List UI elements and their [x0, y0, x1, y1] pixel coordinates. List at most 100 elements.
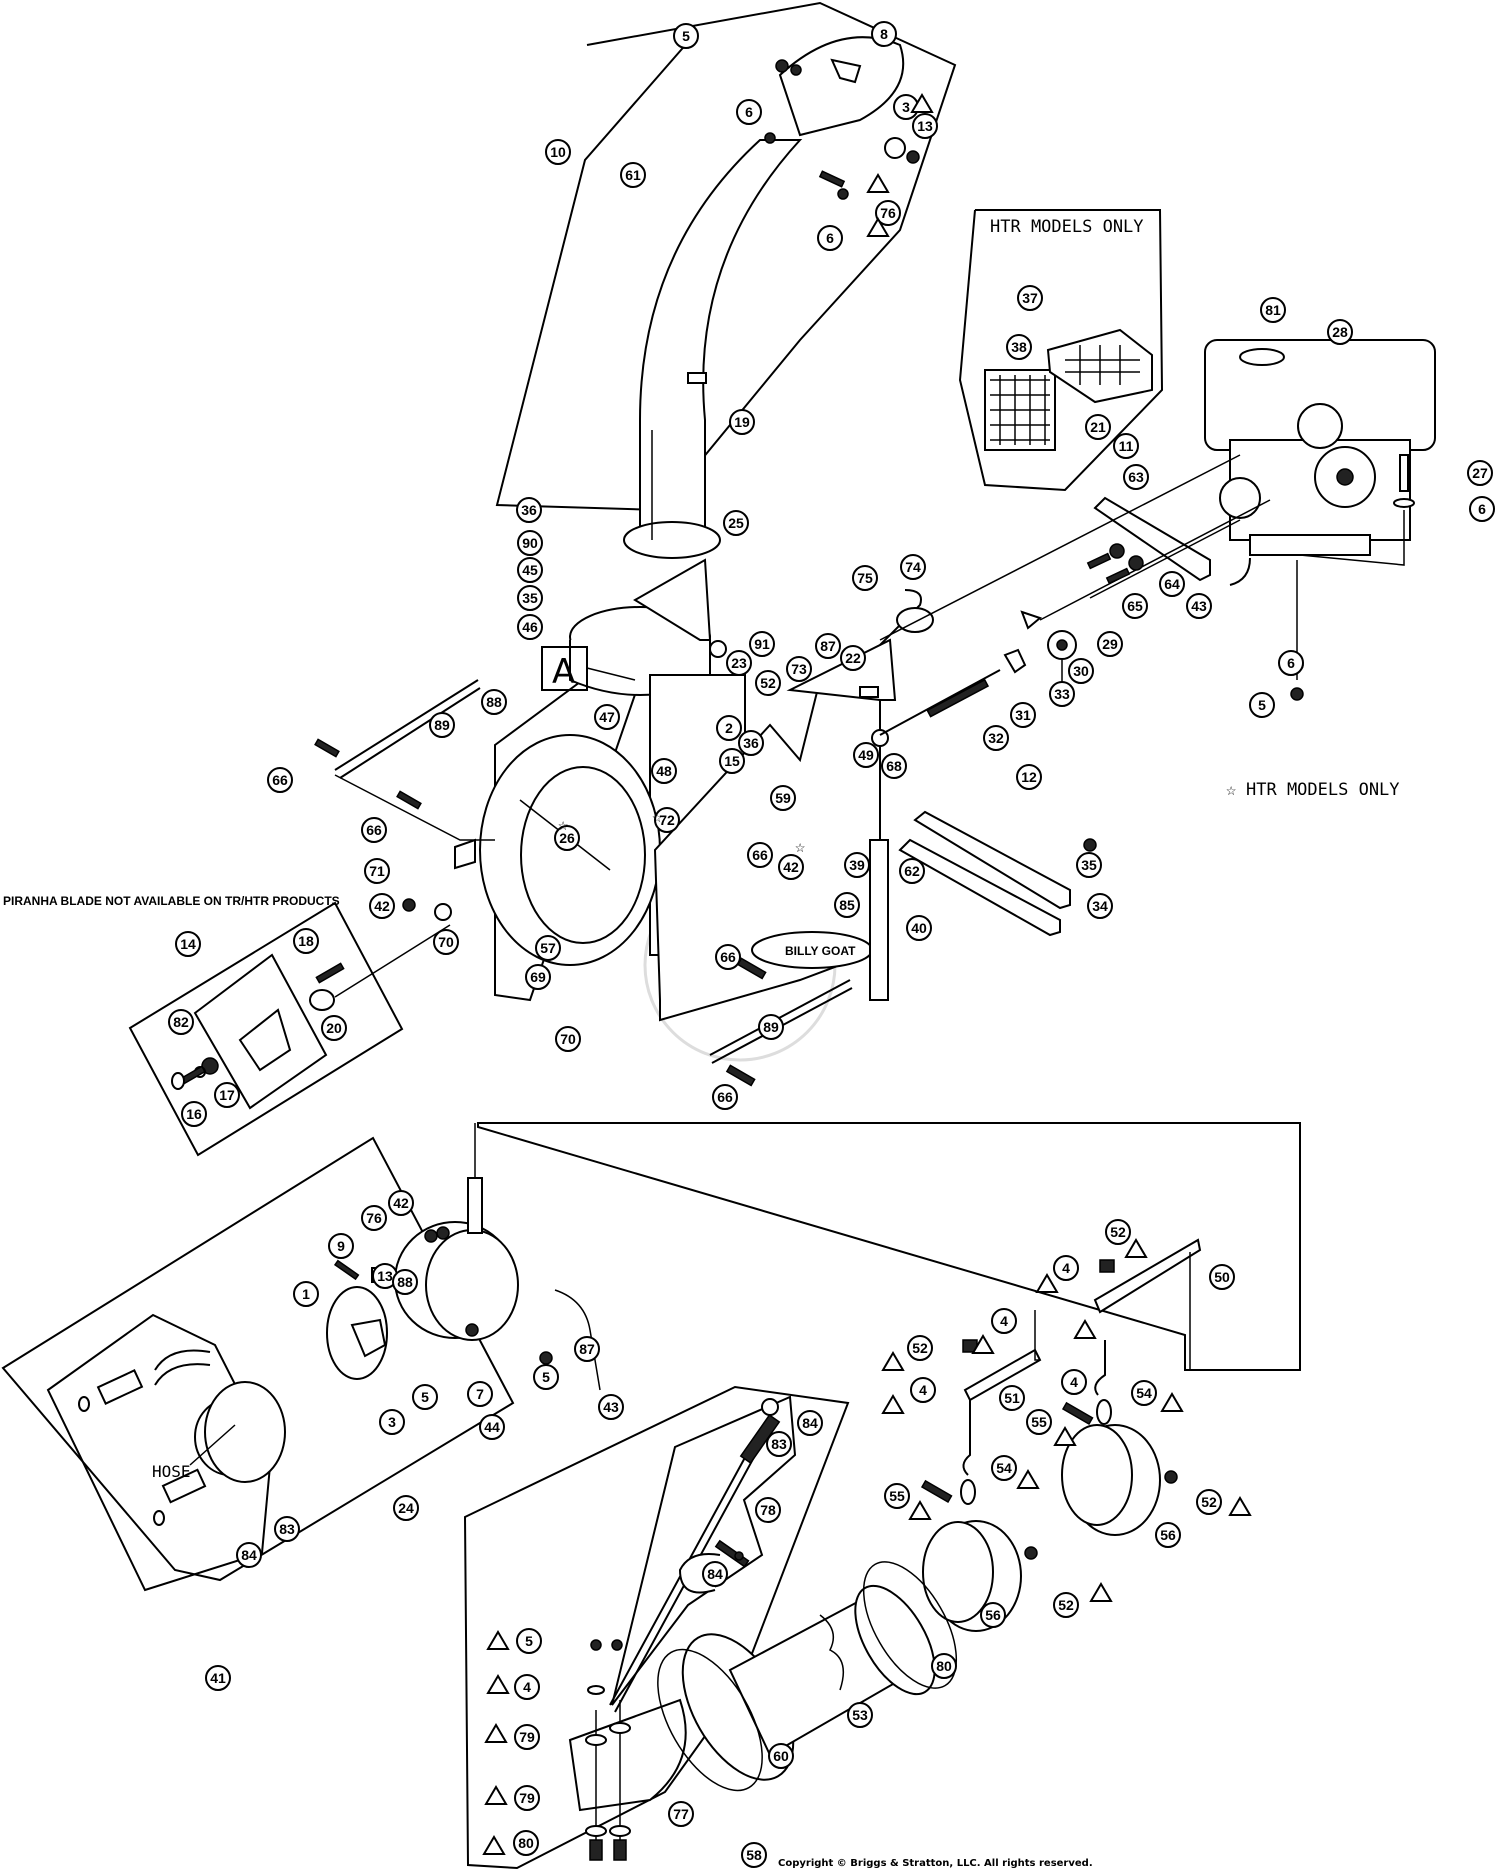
callout-13: 13	[912, 113, 938, 139]
hanger-assembly	[920, 1238, 1300, 1632]
callout-54: 54	[1131, 1380, 1157, 1406]
callout-17: 17	[214, 1082, 240, 1108]
callout-90: 90	[517, 530, 543, 556]
callout-number: 52	[1110, 1224, 1126, 1240]
callout-number: 17	[219, 1087, 235, 1103]
callout-circle	[1209, 1264, 1235, 1290]
callout-number: 88	[397, 1274, 413, 1290]
callout-circle	[514, 1674, 540, 1700]
callout-circle	[574, 1336, 600, 1362]
callout-circle	[738, 730, 764, 756]
callout-circle	[900, 554, 926, 580]
section-marker-label: A	[552, 652, 575, 692]
callout-circle	[1053, 1255, 1079, 1281]
callout-circle	[1159, 571, 1185, 597]
callout-83: 83	[274, 1516, 300, 1542]
callout-number: 84	[802, 1415, 818, 1431]
callout-circle	[516, 497, 542, 523]
callout-35: 35	[1076, 852, 1102, 878]
callout-68: 68	[881, 753, 907, 779]
callout-48: 48	[651, 758, 677, 784]
callout-number: 41	[210, 1670, 226, 1686]
callout-circle	[931, 1653, 957, 1679]
htr-guard-box: HTR MODELS ONLY	[958, 209, 1164, 492]
callout-number: 83	[279, 1521, 295, 1537]
callout-circle	[741, 1842, 767, 1868]
callout-number: 31	[1015, 707, 1031, 723]
callout-circle	[1026, 1409, 1052, 1435]
callout-number: 43	[603, 1399, 619, 1415]
callout-75: 75	[852, 565, 878, 591]
callout-circle	[555, 1026, 581, 1052]
callout-number: 40	[911, 920, 927, 936]
callout-87: 87	[574, 1336, 600, 1362]
triangle-marker-icon	[482, 1835, 506, 1855]
callout-number: 76	[880, 205, 896, 221]
callout-circle	[702, 1561, 728, 1587]
callout-number: 66	[720, 949, 736, 965]
callout-42: 42	[778, 854, 804, 880]
callout-66: 66	[361, 817, 387, 843]
callout-45: 45	[517, 557, 543, 583]
callout-number: 5	[1258, 697, 1266, 713]
callout-number: 56	[985, 1607, 1001, 1623]
callout-number: 76	[366, 1210, 382, 1226]
callout-number: 12	[1021, 769, 1037, 785]
callout-number: 5	[542, 1369, 550, 1385]
triangle-marker-icon	[1160, 1392, 1184, 1412]
callout-circle	[797, 1410, 823, 1436]
callout-number: 79	[519, 1729, 535, 1745]
callout-circle	[1113, 433, 1139, 459]
callout-4: 4	[514, 1674, 540, 1700]
callout-47: 47	[594, 704, 620, 730]
callout-number: 6	[745, 104, 753, 120]
callout-circle	[361, 1205, 387, 1231]
callout-circle	[983, 725, 1009, 751]
callout-circle	[1053, 1592, 1079, 1618]
callout-11: 11	[1113, 433, 1139, 459]
callout-38: 38	[1006, 334, 1032, 360]
callout-number: 1	[302, 1286, 310, 1302]
callout-number: 82	[173, 1014, 189, 1030]
callout-number: 11	[1119, 438, 1134, 454]
callout-20: 20	[321, 1015, 347, 1041]
callout-number: 62	[904, 863, 920, 879]
callout-number: 54	[1136, 1385, 1152, 1401]
tension-assembly	[879, 454, 1241, 736]
triangle-marker-icon	[908, 1500, 932, 1520]
callout-number: 38	[1011, 339, 1027, 355]
callout-circle	[1085, 414, 1111, 440]
callout-circle	[214, 1082, 240, 1108]
callout-6: 6	[736, 99, 762, 125]
callout-43: 43	[1186, 593, 1212, 619]
callout-circle	[1017, 285, 1043, 311]
callout-number: 13	[917, 118, 933, 134]
callout-64: 64	[1159, 571, 1185, 597]
hose-label: HOSE	[152, 1462, 191, 1481]
callout-number: 13	[377, 1268, 393, 1284]
callout-number: 59	[775, 790, 791, 806]
callout-number: 18	[298, 933, 314, 949]
callout-number: 53	[852, 1707, 868, 1723]
callout-circle	[1260, 297, 1286, 323]
callout-78: 78	[755, 1497, 781, 1523]
callout-circle	[755, 670, 781, 696]
callout-circle	[388, 1190, 414, 1216]
callout-circle	[364, 858, 390, 884]
callout-circle	[467, 1381, 493, 1407]
callout-number: 36	[521, 502, 537, 518]
callout-43: 43	[598, 1394, 624, 1420]
callout-6: 6	[1278, 650, 1304, 676]
callout-number: 84	[241, 1547, 257, 1563]
callout-79: 79	[514, 1724, 540, 1750]
triangle-marker-icon	[866, 217, 890, 237]
callout-29: 29	[1097, 631, 1123, 657]
callout-number: 91	[754, 636, 770, 652]
callout-35: 35	[517, 585, 543, 611]
callout-number: 5	[525, 1633, 533, 1649]
callout-circle	[840, 645, 866, 671]
callout-circle	[525, 964, 551, 990]
triangle-marker-icon	[486, 1674, 510, 1694]
triangle-marker-icon	[910, 93, 934, 113]
callout-81: 81	[1260, 297, 1286, 323]
